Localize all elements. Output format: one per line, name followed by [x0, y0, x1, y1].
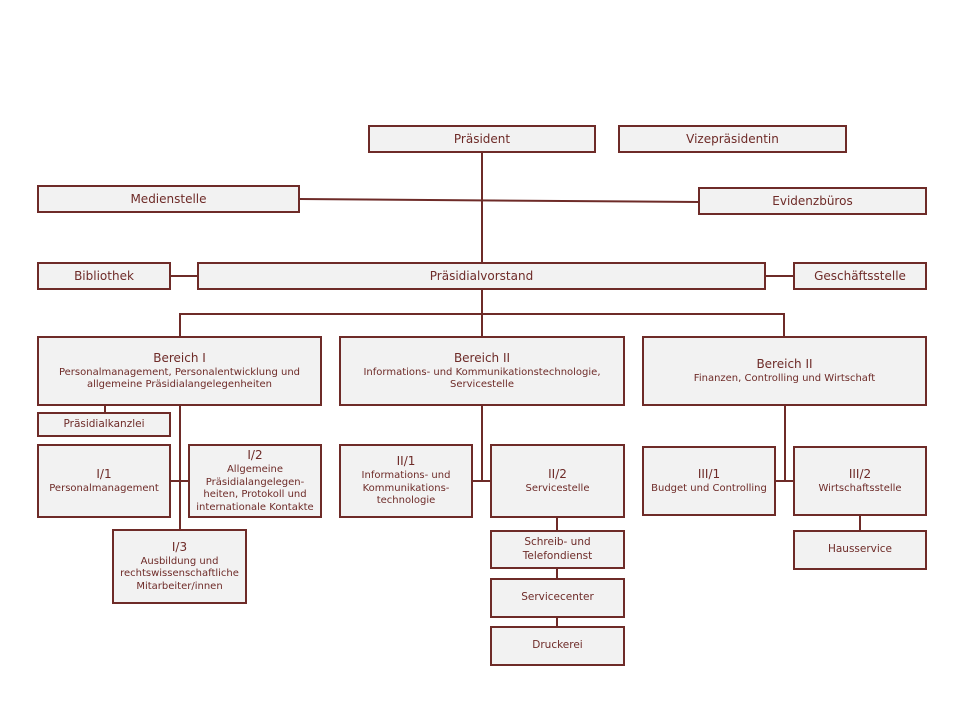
bereich-3-line1: Finanzen, Controlling und Wirtschaft: [693, 372, 876, 384]
box-praesidialvorstand: Präsidialvorstand: [197, 262, 766, 290]
label-hausservice: Hausservice: [827, 543, 893, 556]
unit-iii-2-name: Wirtschaftsstelle: [818, 482, 902, 494]
unit-i-2-code: I/2: [247, 448, 263, 462]
label-medienstelle: Medienstelle: [130, 191, 207, 206]
label-bibliothek: Bibliothek: [74, 268, 134, 283]
unit-ii-2-name: Servicestelle: [525, 482, 590, 494]
box-bereich-3: Bereich II Finanzen, Controlling und Wir…: [642, 336, 927, 406]
unit-ii-1-l2: Kommunikations-: [362, 482, 450, 494]
unit-i-3-l3: Mitarbeiter/innen: [136, 580, 223, 592]
box-unit-iii-2: III/2 Wirtschaftsstelle: [793, 446, 927, 516]
unit-i-3-l1: Ausbildung und: [140, 555, 219, 567]
box-medienstelle: Medienstelle: [37, 185, 300, 213]
box-geschaeftsstelle: Geschäftsstelle: [793, 262, 927, 290]
unit-iii-1-code: III/1: [697, 466, 721, 481]
label-praesident: Präsident: [453, 131, 511, 146]
connector-bereich-bar: [179, 313, 785, 337]
box-unit-ii-1: II/1 Informations- und Kommunikations- t…: [339, 444, 473, 518]
bereich-2-title: Bereich II: [453, 350, 511, 365]
box-unit-i-1: I/1 Personalmanagement: [37, 444, 171, 518]
unit-i-1-code: I/1: [96, 466, 112, 481]
unit-ii-1-l3: technologie: [376, 495, 436, 507]
bereich-1-line1: Personalmanagement, Personalentwicklung …: [58, 366, 301, 378]
box-unit-iii-1: III/1 Budget und Controlling: [642, 446, 776, 516]
label-servicecenter: Servicecenter: [521, 591, 594, 604]
schreib-l1: Schreib- und: [524, 536, 591, 549]
unit-iii-1-name: Budget und Controlling: [651, 482, 767, 494]
connector-medien-evidenz: [298, 198, 700, 203]
unit-ii-1-l1: Informations- und: [361, 470, 451, 482]
unit-i-2-l3: heiten, Protokoll und: [203, 489, 307, 500]
box-servicecenter: Servicecenter: [490, 578, 625, 618]
label-geschaeftsstelle: Geschäftsstelle: [814, 268, 906, 283]
unit-ii-2-code: II/2: [548, 466, 567, 481]
box-praesident: Präsident: [368, 125, 596, 153]
bereich-3-title: Bereich II: [756, 356, 813, 371]
bereich-1-title: Bereich I: [153, 350, 206, 365]
bereich-1-line2: allgemeine Präsidialangelegenheiten: [86, 379, 273, 390]
unit-i-2-l4: internationale Kontakte: [196, 501, 314, 513]
box-schreib-telefondienst: Schreib- und Telefondienst: [490, 530, 625, 569]
bereich-2-line1: Informations- und Kommunikationstechnolo…: [363, 366, 601, 378]
unit-i-2-l1: Allgemeine: [226, 464, 284, 475]
unit-i-3-code: I/3: [171, 539, 188, 554]
box-unit-ii-2: II/2 Servicestelle: [490, 444, 625, 518]
box-unit-i-2: I/2 Allgemeine Präsidialangelegen- heite…: [188, 444, 322, 518]
unit-i-2-l2: Präsidialangelegen-: [205, 476, 305, 488]
box-bereich-2: Bereich II Informations- und Kommunikati…: [339, 336, 625, 406]
label-praesidialkanzlei: Präsidialkanzlei: [63, 417, 145, 430]
box-unit-i-3: I/3 Ausbildung und rechtswissenschaftlic…: [112, 529, 247, 604]
label-druckerei: Druckerei: [532, 639, 583, 652]
box-evidenzbueros: Evidenzbüros: [698, 187, 927, 215]
box-praesidialkanzlei: Präsidialkanzlei: [37, 412, 171, 437]
unit-i-3-l2: rechtswissenschaftliche: [120, 568, 239, 580]
label-vizepraesidentin: Vizepräsidentin: [686, 131, 779, 146]
unit-i-1-name: Personalmanagement: [49, 482, 159, 494]
box-hausservice: Hausservice: [793, 530, 927, 570]
label-praesidialvorstand: Präsidialvorstand: [429, 268, 534, 283]
schreib-l2: Telefondienst: [522, 549, 593, 562]
unit-ii-1-code: II/1: [396, 454, 416, 469]
box-vizepraesidentin: Vizepräsidentin: [618, 125, 847, 153]
box-bereich-1: Bereich I Personalmanagement, Personalen…: [37, 336, 322, 406]
box-bibliothek: Bibliothek: [37, 262, 171, 290]
bereich-2-line2: Servicestelle: [450, 379, 514, 390]
label-evidenzbueros: Evidenzbüros: [772, 193, 853, 208]
unit-iii-2-code: III/2: [848, 466, 872, 481]
box-druckerei: Druckerei: [490, 626, 625, 666]
